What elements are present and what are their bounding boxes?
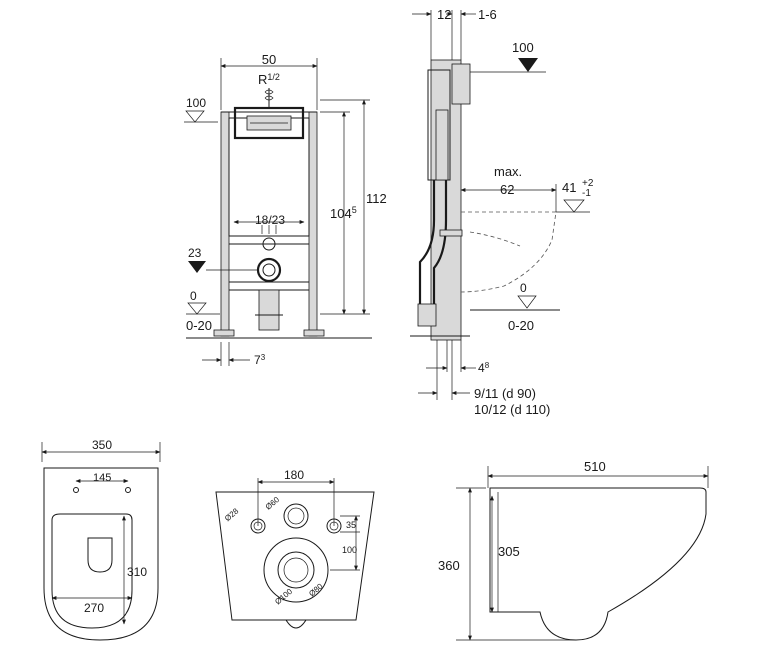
profile-view: 510 360 305 — [438, 459, 709, 641]
pipe-label-90: 9/11 (d 90) — [474, 386, 536, 401]
profile-inner-height-label: 305 — [498, 544, 520, 559]
d35-label: 35 — [346, 520, 356, 530]
level-marker-icon — [563, 199, 585, 213]
side-range-label: 0-20 — [508, 318, 534, 333]
front-level-23-label: 23 — [188, 246, 202, 260]
bowl-opening — [87, 537, 113, 573]
side-dim-4-label: 48 — [478, 361, 490, 375]
toilet-back-outline — [215, 491, 375, 621]
toilet-profile-outline — [489, 487, 707, 641]
front-level-100-label: 100 — [186, 96, 206, 110]
pipe-label-110: 10/12 (d 110) — [474, 402, 550, 417]
top-view: 350 145 310 270 — [41, 438, 161, 641]
front-height-112-label: 112 — [366, 191, 387, 206]
drain-outlet-inner — [277, 551, 315, 589]
front-range-label: 0-20 — [186, 318, 212, 333]
frame-right-upright — [308, 111, 318, 337]
front-height-104-label: 1045 — [330, 205, 357, 221]
tolerance-minus-label: -1 — [582, 188, 591, 199]
toilet-bowl-outline — [460, 211, 557, 293]
thread-label: R1/2 — [258, 72, 280, 87]
water-inlet-icon — [264, 88, 274, 108]
front-width-label: 50 — [262, 52, 276, 67]
side-level-0-label: 0 — [520, 281, 527, 295]
top-width-label: 350 — [92, 438, 112, 452]
d60-label: Ø60 — [264, 495, 282, 512]
level-marker-icon — [517, 295, 537, 309]
side-level-100-label: 100 — [512, 40, 534, 55]
seat-outline — [51, 513, 133, 629]
side-dim-12-label: 12 — [437, 7, 451, 22]
foot-offset-label: 73 — [254, 353, 266, 367]
front-view: 50 R1/2 100 23 0 0-20 112 1045 18/23 73 — [184, 52, 387, 367]
level-marker-filled-icon — [518, 58, 538, 72]
tolerance-plus-label: +2 — [582, 178, 594, 189]
side-dim-62-label: 62 — [500, 182, 514, 197]
toilet-top-outline — [43, 467, 159, 641]
profile-length-label: 510 — [584, 459, 606, 474]
side-max-label: max. — [494, 164, 522, 179]
back-spacing-label: 180 — [284, 468, 304, 482]
front-level-0-label: 0 — [190, 289, 197, 303]
d28-label: Ø28 — [223, 506, 241, 523]
top-depth-label: 310 — [127, 565, 147, 579]
level-marker-icon — [187, 302, 207, 315]
side-dim-41-label: 41 — [562, 180, 576, 195]
level-marker-icon — [185, 110, 205, 123]
back-view: 180 Ø28 Ø60 35 100 Ø100 Ø80 — [215, 468, 375, 629]
side-dim-1-6-label: 1-6 — [478, 7, 497, 22]
water-inlet-hole — [283, 503, 309, 529]
fixing-hole-left — [250, 518, 266, 534]
seat-width-label: 270 — [84, 601, 104, 615]
d100-label: 100 — [342, 545, 357, 555]
level-marker-filled-icon — [188, 261, 206, 273]
supply-connection — [262, 237, 276, 251]
hole-spacing-label: 145 — [93, 472, 111, 484]
front-spacing-label: 18/23 — [255, 213, 285, 227]
side-drain-pipe — [418, 180, 436, 310]
profile-height-label: 360 — [438, 558, 460, 573]
drain-outlet-outer — [263, 537, 329, 603]
side-view: 12 1-6 100 max. 62 41 +2 -1 0 0-20 48 9/… — [410, 7, 594, 417]
frame-left-upright — [220, 111, 230, 337]
d80-label: Ø80 — [307, 581, 325, 598]
drain-pipe — [256, 257, 282, 283]
d100-circle-label: Ø100 — [273, 587, 294, 607]
drain-pipe-lower — [258, 289, 280, 331]
fixing-hole-right — [326, 518, 342, 534]
